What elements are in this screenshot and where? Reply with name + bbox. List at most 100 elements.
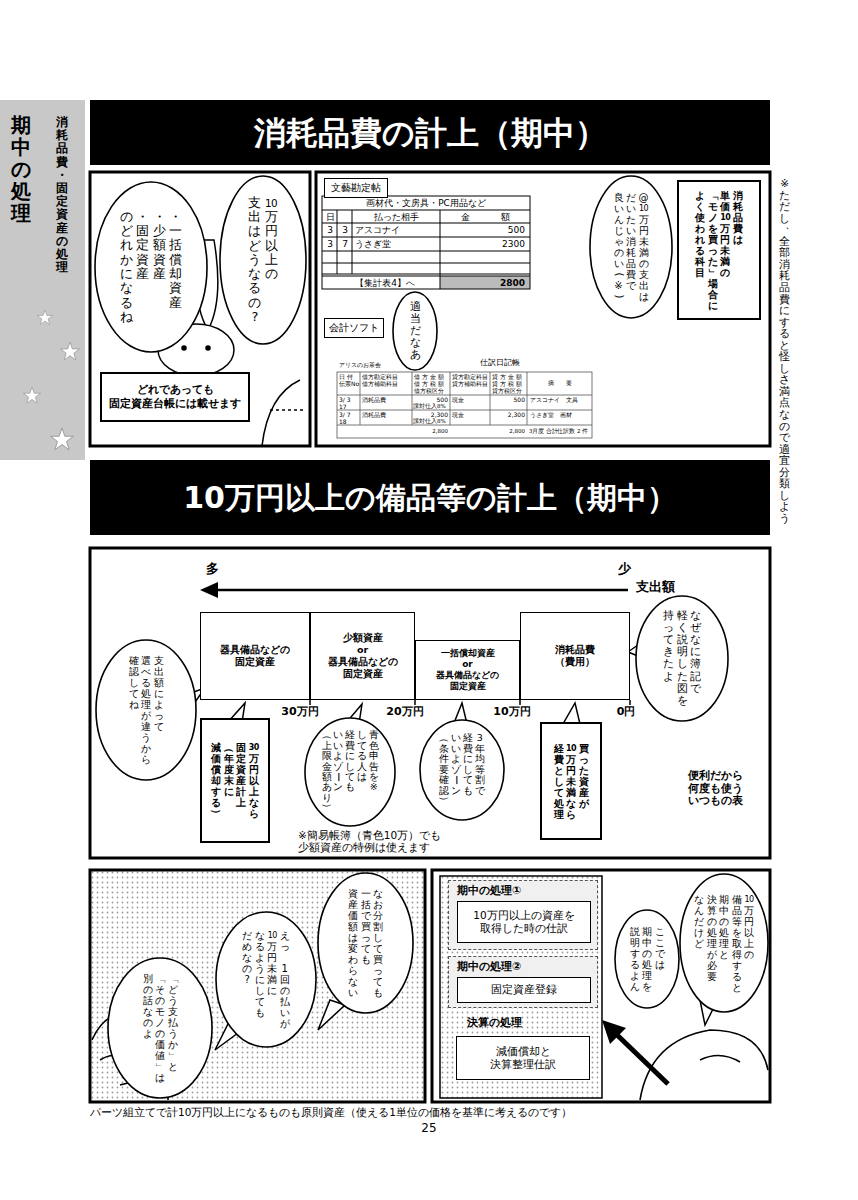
glyph: 部 <box>779 247 790 259</box>
bubble-outline <box>216 912 316 1047</box>
text-stack: 一括償却資産or器具備品などの 固定資産 <box>416 641 519 699</box>
glyph: 10 <box>639 203 649 214</box>
glyph: る <box>357 751 367 761</box>
glyph: ら <box>566 809 576 820</box>
glyph: 一 <box>169 224 182 238</box>
margin-note: ※ただし、全部消耗品費にすると怪しさ満点なので適宜分類しよう <box>778 178 791 525</box>
glyph: に <box>779 305 790 317</box>
glyph: こ <box>655 926 665 937</box>
glyph: は <box>357 772 367 782</box>
glyph: 金 <box>322 762 332 772</box>
glyph: め <box>242 941 252 952</box>
glyph: で <box>626 280 636 291</box>
glyph: て <box>361 943 371 954</box>
glyph: 出 <box>639 280 649 291</box>
glyph: な <box>255 930 265 941</box>
glyph: ・ <box>136 210 149 224</box>
glyph: 備 <box>732 894 742 905</box>
glyph: 科 <box>695 256 705 267</box>
table-cell: アスコナイ <box>355 225 400 235</box>
glyph: 産 <box>56 222 68 235</box>
footnote: ※簡易帳簿（青色10万）でも 少額資産の特例は使えます <box>298 829 473 853</box>
glyph: 選 <box>141 655 151 666</box>
glyph: も <box>361 954 371 965</box>
glyph: い <box>626 203 636 214</box>
glyph: っ <box>663 622 674 634</box>
table-cell: うさぎ堂 画材 <box>530 412 572 419</box>
glyph: 話 <box>143 995 153 1006</box>
bubble-outline <box>220 176 306 344</box>
node-text: 期中の処理 <box>8 114 33 224</box>
glyph: 産 <box>348 899 358 910</box>
glyph: 「 <box>167 974 178 984</box>
node-text: 決算の処理 <box>467 1016 522 1030</box>
glyph: 以 <box>744 927 754 938</box>
glyph: わ <box>348 954 358 965</box>
glyph: ね <box>129 699 139 710</box>
glyph: 割 <box>373 921 383 932</box>
glyph: 」 <box>155 1062 166 1072</box>
speech-bubble: ・一括償却資産 ・少額資産 ・固定資産 のどれかになるね <box>95 182 207 352</box>
glyph: て <box>373 976 383 987</box>
table-cell: 額 <box>501 212 510 222</box>
table-cell: 消耗品費 <box>362 397 386 404</box>
glyph: い <box>451 733 461 743</box>
table-cell: 7 <box>342 239 348 249</box>
glyph: 定 <box>136 238 149 252</box>
glyph: っ <box>154 710 164 721</box>
glyph: 図 <box>677 683 688 695</box>
glyph: る <box>779 328 790 340</box>
glyph: 10 <box>566 743 576 754</box>
glyph: し <box>129 677 139 688</box>
glyph: か <box>168 1039 178 1050</box>
glyph: ? <box>248 310 261 324</box>
glyph: し <box>779 363 790 375</box>
glyph: く <box>695 201 705 212</box>
glyph: い <box>451 744 461 754</box>
glyph: る <box>630 959 640 970</box>
glyph: と <box>779 340 790 352</box>
text-stack: ・一括償却資産 ・少額資産 ・固定資産 のどれかになるね <box>95 182 207 352</box>
glyph: 処 <box>554 798 564 809</box>
glyph: か <box>141 743 151 754</box>
glyph: し <box>554 776 564 787</box>
glyph: う <box>168 995 178 1006</box>
glyph: と <box>719 949 729 960</box>
glyph: 産 <box>169 296 182 310</box>
text-stack: 買った資産が 10万円未満なら 経費として処理 <box>542 724 600 838</box>
table-cell: 摘 要 <box>548 380 572 387</box>
bubble-shape <box>305 718 395 826</box>
glyph: 消 <box>733 190 743 201</box>
glyph: 末 <box>224 775 234 786</box>
glyph: か <box>120 253 133 267</box>
glyph: な <box>248 267 261 281</box>
step-group: 期中の処理①10万円以上の資産を 取得した時の仕訳 <box>448 880 598 950</box>
glyph: を <box>732 927 742 938</box>
glyph: の <box>642 948 652 959</box>
glyph: を <box>708 223 718 234</box>
glyph: は <box>348 932 358 943</box>
glyph: も <box>463 786 473 796</box>
text-stack: なぜなに簿記で 軽く説明した図を 持ってきたよ <box>636 596 728 721</box>
glyph: 費 <box>626 269 636 280</box>
glyph: 明 <box>677 646 688 658</box>
note-box: どれであっても 固定資産台帳には載せます <box>100 372 250 422</box>
glyph: で <box>655 948 665 959</box>
glyph: 満 <box>267 974 277 985</box>
axis-label: 支出額 <box>636 580 675 595</box>
glyph: 円 <box>265 224 278 238</box>
text-stack: 固定資産登録 <box>458 978 590 1002</box>
table-cell: 3/ 7 <box>339 412 351 419</box>
glyph: 万 <box>566 754 576 765</box>
glyph: す <box>732 960 742 971</box>
glyph: 確 <box>439 775 449 785</box>
glyph: の <box>639 258 649 269</box>
glyph: 価 <box>211 753 221 764</box>
table-cell: 借方補助科目 <box>362 381 398 388</box>
glyph: 費 <box>779 294 790 306</box>
glyph: 処 <box>56 248 68 261</box>
glyph: に <box>255 974 265 985</box>
glyph: だ <box>626 192 636 203</box>
glyph: ） <box>439 797 449 807</box>
